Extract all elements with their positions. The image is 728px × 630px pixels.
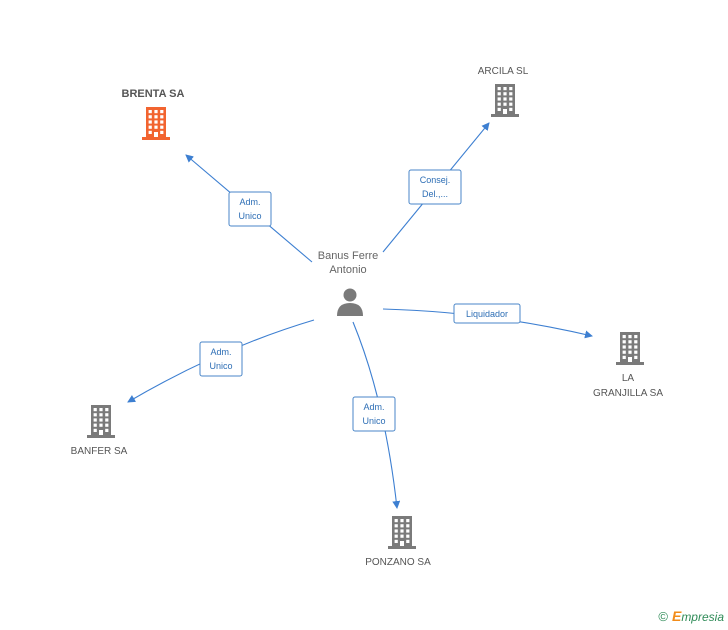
edge-label-ponzano-line1: Adm. (363, 402, 384, 412)
edge-label-brenta-line1: Adm. (239, 197, 260, 207)
person-icon (337, 288, 363, 316)
company-name-banfer: BANFER SA (71, 446, 128, 457)
edge-label-ponzano[interactable]: Adm. Unico (352, 396, 396, 432)
company-name-brenta: BRENTA SA (122, 88, 185, 100)
person-node[interactable]: Banus Ferre Antonio (318, 250, 379, 316)
company-name-granjilla-line2: GRANJILLA SA (593, 388, 663, 399)
building-icon-granjilla (616, 332, 644, 365)
footer-brand: ©Empresia (658, 608, 724, 624)
building-icon-brenta (142, 107, 170, 140)
brand-initial: E (671, 608, 682, 624)
edge-label-granjilla-line1: Liquidador (466, 309, 508, 319)
edge-label-arcila[interactable]: Consej. Del.,... (408, 169, 462, 205)
copyright-symbol: © (658, 609, 668, 624)
edge-label-banfer-line1: Adm. (210, 347, 231, 357)
company-node-arcila[interactable]: ARCILA SL (478, 66, 529, 117)
company-node-granjilla[interactable]: LA GRANJILLA SA (593, 332, 663, 399)
edge-label-arcila-line2: Del.,... (422, 189, 448, 199)
company-name-ponzano: PONZANO SA (365, 557, 431, 568)
edge-label-brenta[interactable]: Adm. Unico (228, 191, 272, 227)
edge-label-ponzano-line2: Unico (362, 416, 385, 426)
edge-label-granjilla[interactable]: Liquidador (453, 303, 521, 324)
company-node-banfer[interactable]: BANFER SA (71, 405, 128, 457)
company-node-ponzano[interactable]: PONZANO SA (365, 516, 431, 568)
edge-label-banfer[interactable]: Adm. Unico (199, 341, 243, 377)
building-icon-arcila (491, 84, 519, 117)
building-icon-banfer (87, 405, 115, 438)
edge-label-banfer-line2: Unico (209, 361, 232, 371)
edge-label-brenta-line2: Unico (238, 211, 261, 221)
company-name-granjilla-line1: LA (622, 373, 635, 384)
edge-label-arcila-line1: Consej. (420, 175, 451, 185)
person-name-line1: Banus Ferre (318, 250, 379, 262)
brand-name: mpresia (681, 610, 724, 624)
building-icon-ponzano (388, 516, 416, 549)
person-name-line2: Antonio (329, 264, 366, 276)
company-name-arcila: ARCILA SL (478, 66, 529, 77)
company-node-brenta[interactable]: BRENTA SA (122, 88, 185, 140)
